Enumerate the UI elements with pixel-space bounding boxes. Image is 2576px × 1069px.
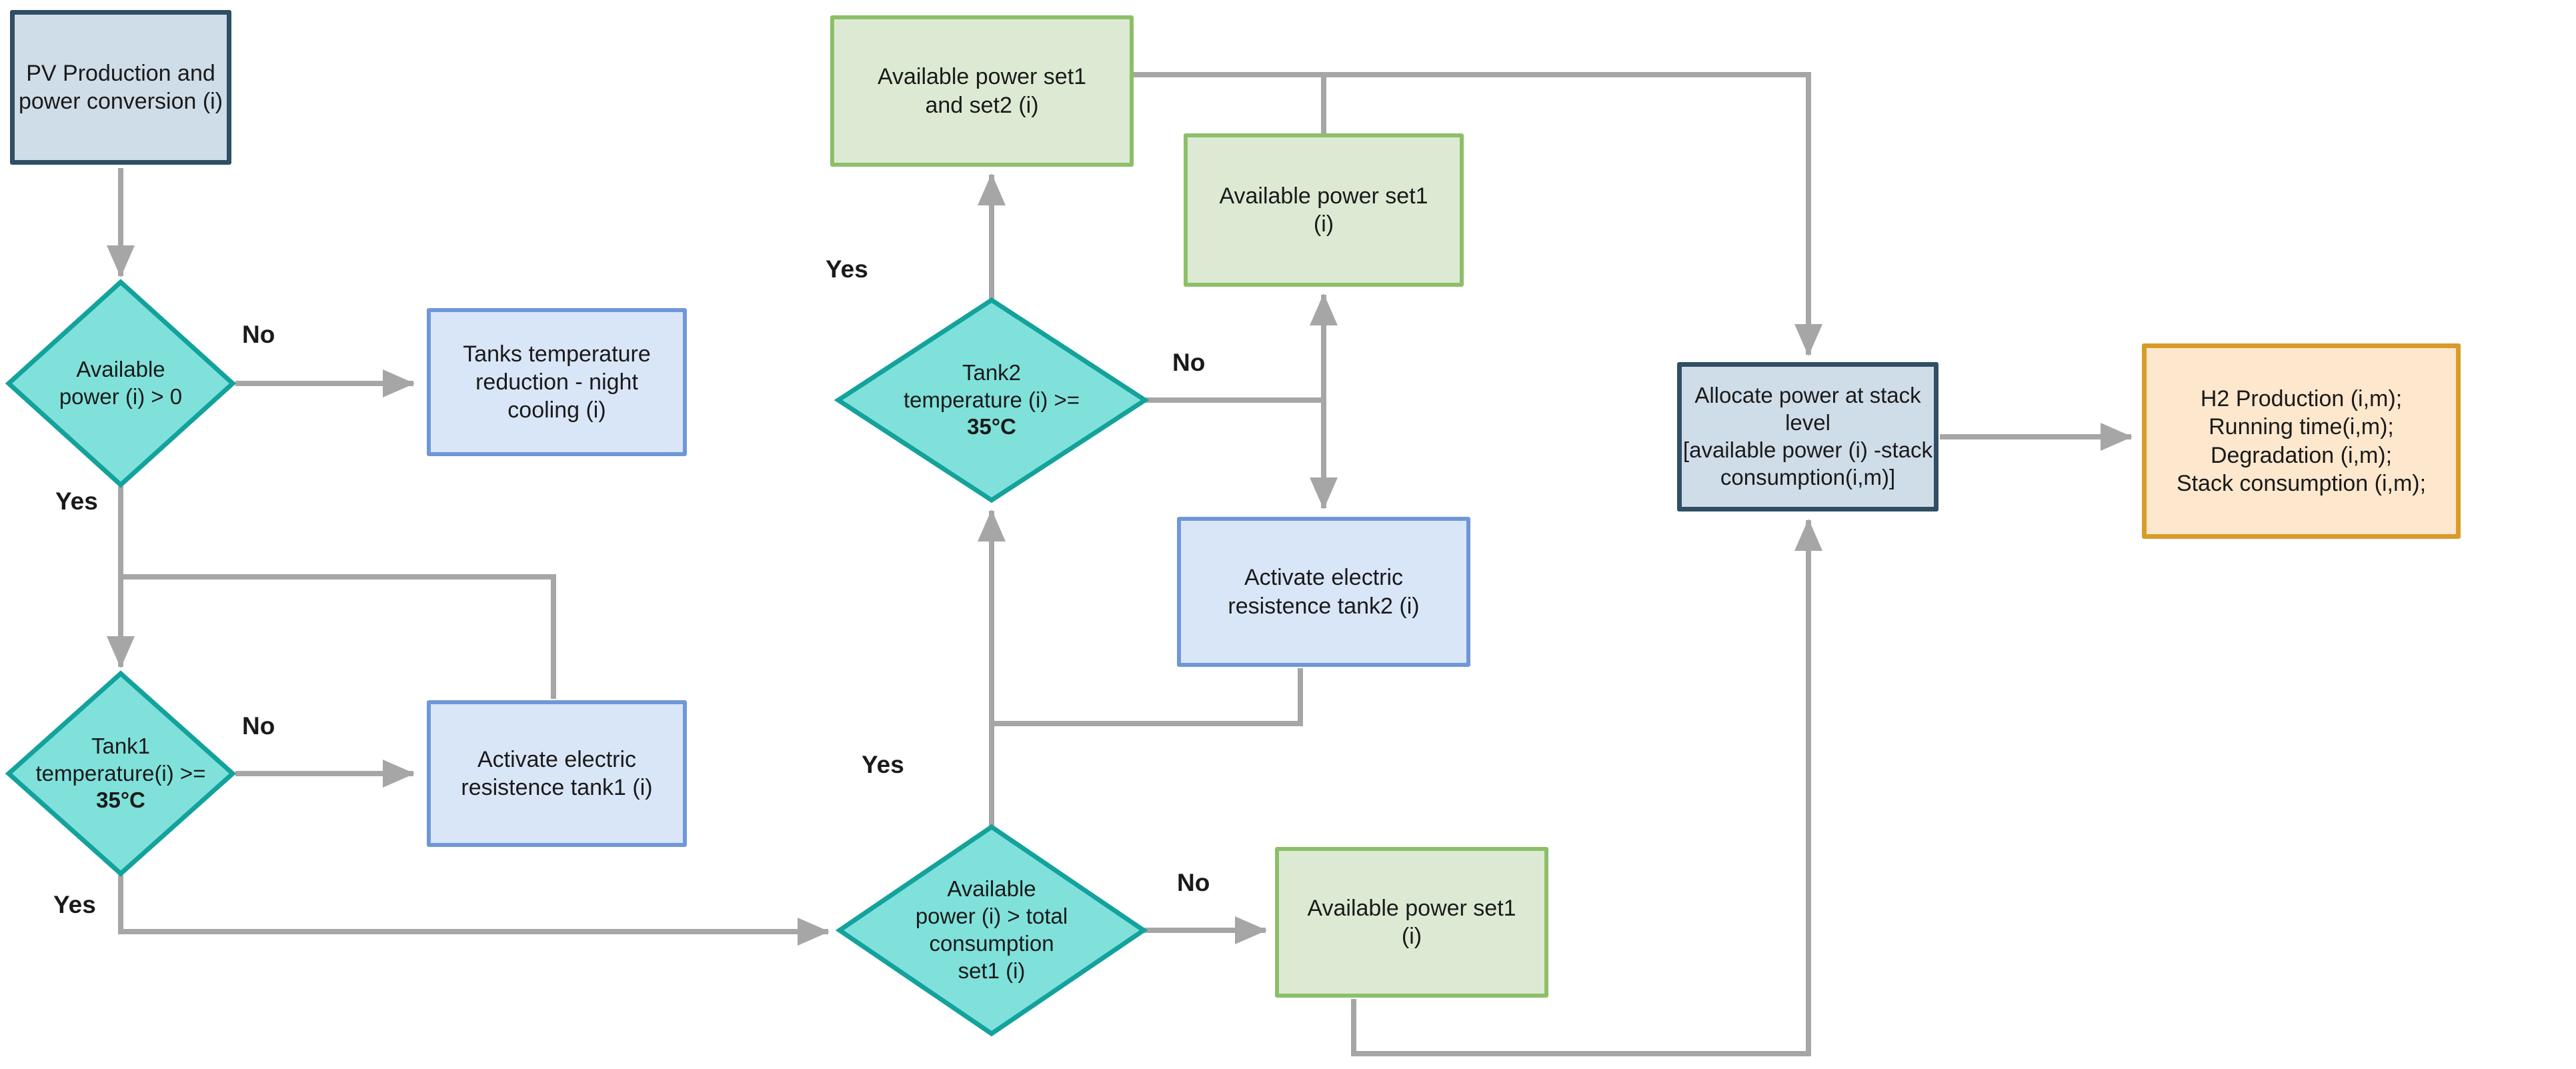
label-total-consumption-no: No — [1177, 869, 1210, 896]
edge-branch-to-activate-tank1 — [121, 574, 556, 699]
decision-tank2-threshold: 35°C — [967, 414, 1016, 439]
label-tank2-yes: Yes — [826, 255, 868, 283]
label-available-power-yes: Yes — [55, 487, 98, 515]
node-available-set1-top-label: Available power set1(i) — [1219, 183, 1428, 237]
label-tank1-no: No — [242, 712, 275, 740]
decision-tank1-temperature-shape — [5, 670, 237, 877]
decision-available-power-shape — [5, 279, 237, 488]
edge-set1-bottom-to-allocate — [1351, 519, 1822, 1056]
node-available-set1-bottom-label: Available power set1(i) — [1307, 895, 1516, 949]
node-available-set1-top: Available power set1(i) — [1184, 133, 1464, 287]
label-tank1-yes: Yes — [53, 891, 96, 918]
edge-activate-tank2-return — [992, 668, 1303, 726]
node-h2-production-label: H2 Production (i,m);Running time(i,m);De… — [2176, 386, 2427, 496]
edge-tank1-yes — [118, 875, 830, 946]
label-tank2-no: No — [1172, 349, 1206, 376]
label-available-power-no: No — [242, 321, 275, 348]
decision-tank1-threshold: 35°C — [96, 788, 145, 813]
label-total-consumption-yes: Yes — [862, 751, 904, 778]
edge-set12-to-allocate — [1134, 72, 1822, 356]
decision-tank2-temperature-shape — [834, 297, 1150, 503]
decision-total-consumption-shape — [835, 824, 1148, 1037]
node-h2-production: H2 Production (i,m);Running time(i,m);De… — [2142, 343, 2461, 539]
node-available-set1-bottom: Available power set1(i) — [1275, 847, 1548, 998]
